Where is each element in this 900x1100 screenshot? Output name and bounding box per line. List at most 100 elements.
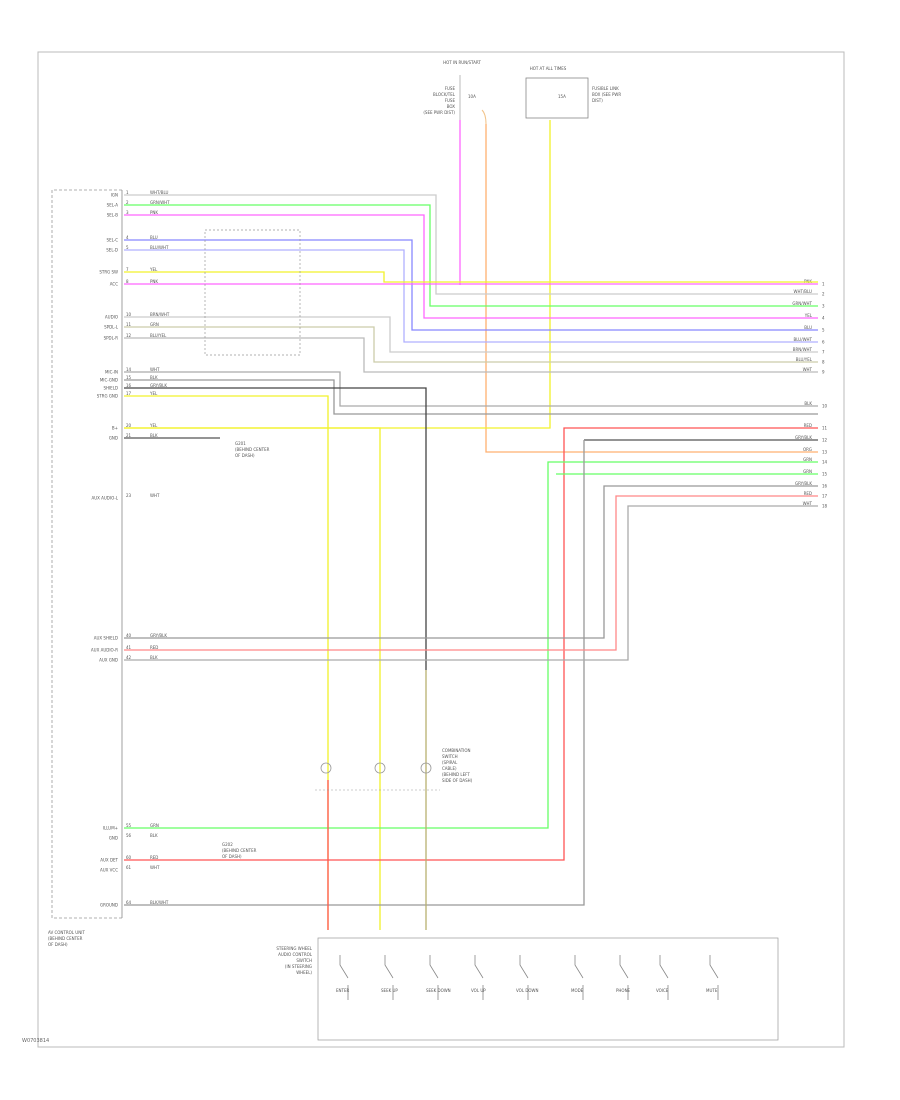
switch-label: VOL UP [471,988,486,993]
right-wire-color: BLU/WHT [794,337,813,342]
right-wire-color: GRN/WHT [792,301,812,306]
module-label-line-2: (BEHIND CENTER [48,936,83,941]
fuse-left-line-2: BLOCK/TEL [433,92,456,97]
left-pin-label: GND [109,836,118,841]
connector-note-line-5: (BEHIND LEFT [442,772,470,777]
wire-green-long [124,461,818,829]
right-wire-color: GRN [803,457,812,462]
right-pin-number: 14 [822,460,828,465]
left-pin-number: 20 [126,423,132,428]
switch-contact [709,955,719,1000]
ground-note-1-line-3: OF DASH) [235,453,255,458]
ground-note-1-line-1: G201 [235,441,246,446]
right-pin-number: 16 [822,484,828,489]
fuse-left-line-4: BOX [447,104,456,109]
right-pin-number: 1 [822,282,825,287]
right-pin-number: 17 [822,494,828,499]
module-label-line-1: AV CONTROL UNIT [48,930,85,935]
left-wire-color: BLK [150,655,158,660]
left-wire-color: PNK [150,279,158,284]
switch-label: MODE [571,988,584,993]
switch-contact [659,955,669,1000]
ground-note-2-line-3: OF DASH) [222,854,242,859]
wire-b-plus [124,427,381,930]
switch-assembly-box [317,937,779,1041]
module-label-line-3: OF DASH) [48,942,68,947]
left-wire-color: GRN/WHT [150,200,170,205]
right-pin-number: 2 [822,292,825,297]
ground-note-2-line-1: G202 [222,842,233,847]
fuse-right-box [525,77,589,119]
module-label: AV CONTROL UNIT (BEHIND CENTER OF DASH) [48,930,85,947]
left-pin-label: AUX VCC [100,868,118,873]
left-pin-label: GND [109,436,118,441]
right-wire-color: GRN [803,469,812,474]
left-wire-color: GRN [150,823,159,828]
right-wire-color: WHT [803,367,813,372]
left-wire-color: WHT [150,865,160,870]
right-pin-number: 5 [822,328,825,333]
left-pin-number: 64 [126,900,132,905]
left-pin-number: 23 [126,493,132,498]
left-wire-color: WHT [150,493,160,498]
left-pin-number: 17 [126,391,132,396]
left-pin-label: GROUND [100,903,118,908]
right-pin-number: 9 [822,370,825,375]
left-pin-label: SHIELD [103,386,118,391]
left-wire-color: YEL [149,267,158,272]
left-pin-number: 7 [126,267,129,272]
left-wire-color: PNK [150,210,158,215]
wire-sel-b [124,214,818,319]
right-wire-color: BRN/WHT [793,347,813,352]
left-wire-color: WHT/BLU [150,190,169,195]
wire-sel-c [124,239,818,331]
left-pin-label: IGN [111,193,118,198]
wires [124,120,818,930]
right-pin-number: 7 [822,350,825,355]
left-pin-label: AUX GND [99,658,118,663]
wire-red-long [124,427,818,861]
left-pin-number: 5 [126,245,129,250]
left-wire-color: RED [150,855,158,860]
right-pin-number: 13 [822,450,828,455]
diagram-frame [37,51,845,1048]
connector-note-line-2: SWITCH [442,754,458,759]
connector-note: COMBINATION SWITCH (SPIRAL CABLE) (BEHIN… [442,748,473,783]
switch-label: ENTER [336,988,349,993]
right-wire-color: WHT/BLU [794,289,813,294]
fuse-right: HOT AT ALL TIMES 15A FUSIBLE LINK BOX (S… [525,66,621,119]
hot-top-right-label: HOT AT ALL TIMES [530,66,567,71]
right-pin-number: 4 [822,316,825,321]
hot-top-left-label: HOT IN RUN/START [443,60,481,65]
switch-contact [574,955,584,1000]
left-pin-label: AUX SHIELD [94,636,118,641]
wire-aux-r [124,495,818,651]
wire-sel-a [124,204,818,307]
switch-label: VOICE [656,988,669,993]
switch-contact [619,955,629,1000]
wire-strg-gnd [124,395,329,930]
av-control-unit-outline [51,189,122,919]
right-pin-number: 3 [822,304,825,309]
left-wire-color: GRN [150,322,159,327]
left-pin-label: MIC-GND [100,378,118,383]
switch-assembly-line-4: (IN STEERING [285,964,312,969]
wire-strg-sw [124,271,818,283]
switch-label: PHONE [616,988,631,993]
left-wire-color: BLU [150,235,158,240]
left-pin-label: SEL-B [107,213,119,218]
left-pin-label: ILLUM+ [103,826,118,831]
left-pin-number: 21 [126,433,132,438]
wire-mic [124,371,818,407]
switch-label: SEEK DOWN [426,988,451,993]
left-pin-number: 12 [126,333,132,338]
switch-label: VOL DOWN [516,988,539,993]
right-pin-number: 15 [822,472,828,477]
left-pin-number: 15 [126,375,132,380]
left-pin-label: STRG GND [97,394,118,399]
left-pin-label: AUX DET [100,858,118,863]
switch-contact [519,955,529,1000]
switch-assembly-line-2: AUDIO CONTROL [278,952,313,957]
